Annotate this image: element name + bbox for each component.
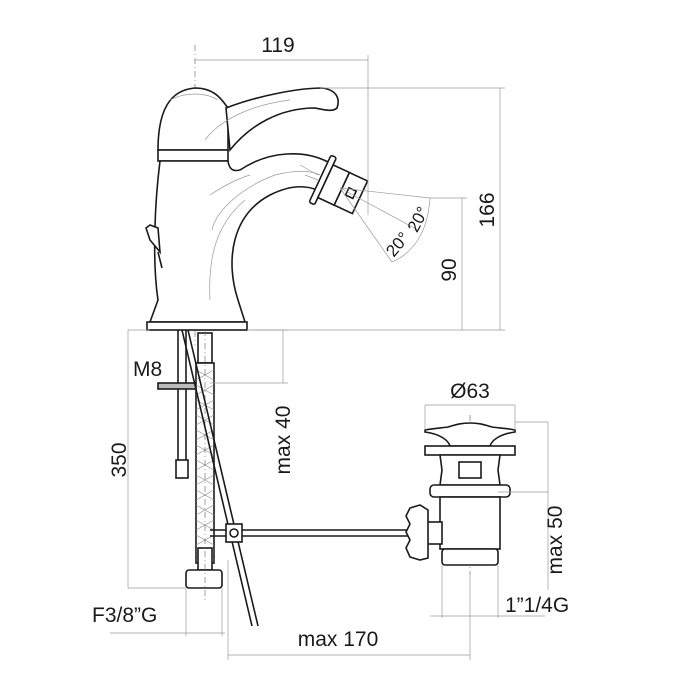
- dimension-max40: max 40: [210, 329, 295, 475]
- dimension-119-label: 119: [261, 34, 294, 57]
- dimension-f38g: F3/8”G: [92, 588, 225, 636]
- max170-label: max 170: [298, 628, 379, 651]
- spout-nozzle: [299, 154, 431, 263]
- o63-label: Ø63: [450, 380, 490, 403]
- faucet-body: [145, 45, 339, 345]
- dimension-90: 90: [430, 197, 467, 330]
- dimension-350: 350: [108, 329, 186, 589]
- angle-label-right: 20°: [404, 204, 433, 236]
- flexible-hose: [185, 330, 223, 600]
- dimension-max170: max 170: [227, 560, 471, 660]
- dimension-114g: 1”1/4G: [430, 565, 569, 618]
- threaded-rod: [157, 330, 211, 479]
- dimension-o63: Ø63: [424, 380, 516, 430]
- dimension-max50: max 50: [498, 421, 567, 590]
- dimension-90-label: 90: [438, 258, 461, 281]
- pop-up-drain: [405, 415, 516, 575]
- angle-label-left: 20°: [382, 229, 413, 261]
- max50-label: max 50: [544, 506, 567, 575]
- dimension-350-label: 350: [108, 442, 131, 477]
- dimension-166: 166: [250, 87, 505, 331]
- m8-label: M8: [133, 358, 162, 381]
- dimension-166-label: 166: [476, 192, 499, 227]
- dimension-119: 119: [195, 34, 369, 215]
- lift-rod: [181, 329, 410, 627]
- dimension-max40-label: max 40: [272, 406, 295, 475]
- 114g-label: 1”1/4G: [505, 594, 569, 617]
- f38g-label: F3/8”G: [92, 604, 157, 627]
